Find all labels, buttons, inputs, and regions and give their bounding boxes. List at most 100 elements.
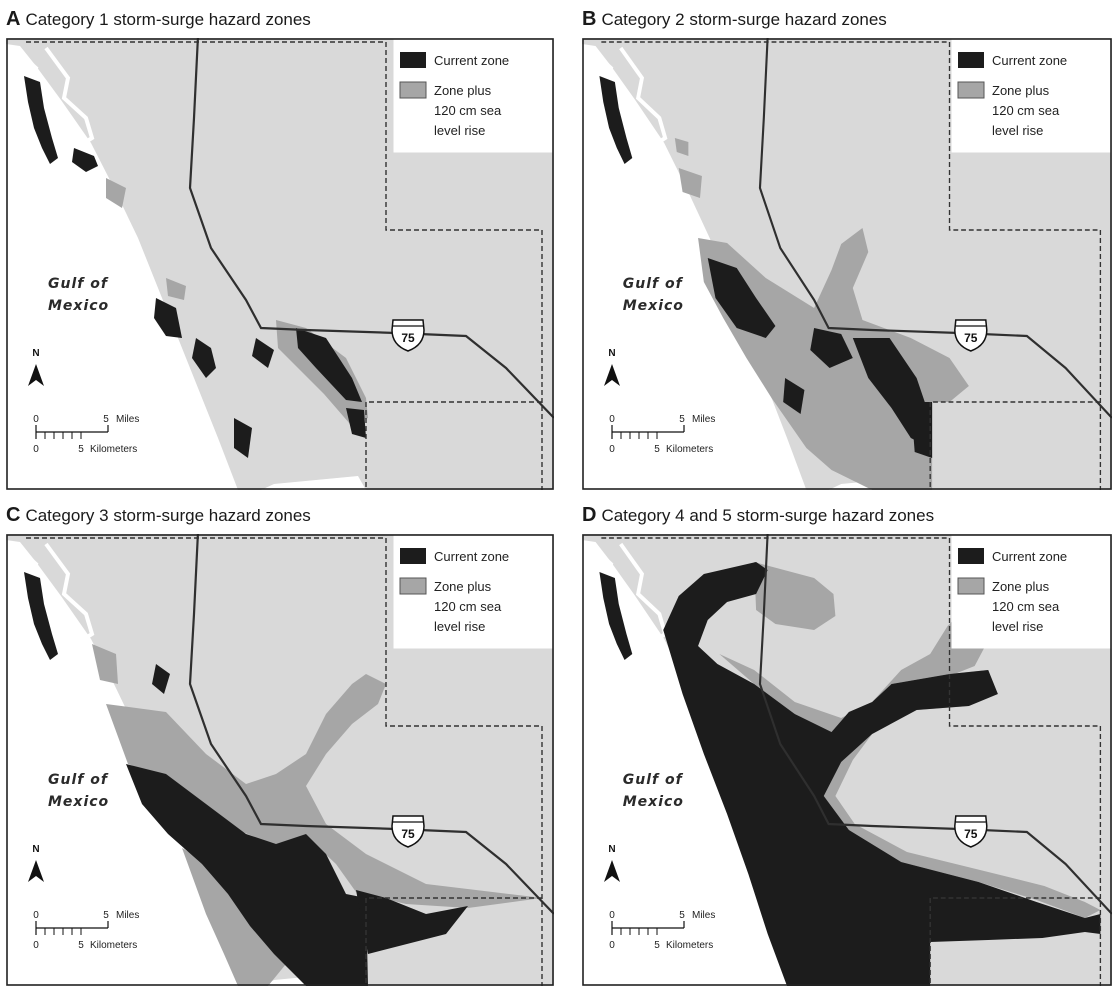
scale-km-value: 5 [654,444,660,455]
panel-title: Category 3 storm-surge hazard zones [25,506,311,525]
current-surge-zone-area [852,338,931,448]
interstate-route-line [758,38,1112,419]
panel-title: Category 2 storm-surge hazard zones [601,10,887,29]
zone-plus-swatch [399,81,427,99]
scale-miles-unit: Miles [116,910,139,921]
scale-miles-value: 5 [103,414,109,425]
zone-plus-label-line2: 120 cm sea [992,599,1060,614]
current-surge-zone-area [346,408,366,438]
scale-miles-zero: 0 [33,414,39,425]
scale-km-zero: 0 [609,444,615,455]
north-arrow-shape [604,860,620,882]
current-surge-zone-area [72,148,98,172]
scale-km-value: 5 [654,940,660,951]
zone-plus-swatch [957,81,985,99]
current-zone-swatch [958,548,984,564]
north-arrow-shape [604,364,620,386]
zone-plus-label-line3: level rise [434,123,485,138]
gulf-label-line2: Mexico [48,794,109,810]
gulf-label-line1: Gulf of [48,772,109,788]
gulf-label-line2: Mexico [623,298,684,314]
panel-title: Category 1 storm-surge hazard zones [25,10,311,29]
north-arrow-icon: N [28,844,44,882]
zone-plus-sea-level-rise-area [92,644,118,684]
shield-outline [391,815,425,848]
gulf-label-line1: Gulf of [623,772,684,788]
interstate-shield-icon: 75 [391,319,425,352]
north-arrow-icon: N [28,348,44,386]
north-arrow-shape [28,860,44,882]
county-boundary [26,41,543,490]
zone-plus-sea-level-rise-area [678,168,702,198]
current-surge-zone-area [910,402,933,458]
scale-miles-unit: Miles [692,910,715,921]
zone-plus-sea-level-rise-area [166,278,186,300]
map-frame [582,534,1112,986]
scale-miles-zero: 0 [609,910,615,921]
scale-km-unit: Kilometers [666,444,713,455]
current-surge-zone-area [663,562,1101,986]
current-zone-label: Current zone [992,53,1067,68]
scale-km-unit: Kilometers [90,940,137,951]
interstate-route-line [188,534,554,915]
north-label: N [32,844,39,855]
scale-miles-unit: Miles [116,414,139,425]
panel-letter: B [582,8,597,30]
scale-km-zero: 0 [33,444,39,455]
interstate-shield-icon: 75 [391,815,425,848]
panel-letter: C [6,504,21,526]
map-frame [6,38,554,490]
current-surge-zone-area [356,890,468,954]
current-surge-zone-area [707,258,776,338]
interstate-shield-icon: 75 [954,319,988,352]
zone-plus-label-line1: Zone plus [992,579,1050,594]
interstate-number: 75 [401,331,415,345]
north-label: N [608,348,615,359]
interstate-shield-icon: 75 [954,815,988,848]
scale-miles-value: 5 [103,910,109,921]
zone-plus-label-line3: level rise [434,619,485,634]
current-surge-zone-area [234,418,252,458]
scale-km-zero: 0 [33,940,39,951]
scale-km-value: 5 [78,444,84,455]
zone-plus-swatch [957,577,985,595]
current-surge-zone-area [152,664,170,694]
scale-miles-unit: Miles [692,414,715,425]
gulf-label-line1: Gulf of [48,276,109,292]
scale-km-value: 5 [78,940,84,951]
current-zone-label: Current zone [434,53,509,68]
zone-plus-sea-level-rise-area [106,674,542,908]
zone-plus-label-line2: 120 cm sea [992,103,1060,118]
panel-letter: A [6,8,21,30]
north-label: N [608,844,615,855]
zone-plus-label-line3: level rise [992,619,1043,634]
north-arrow-shape [28,364,44,386]
scale-km-zero: 0 [609,940,615,951]
interstate-route-line [188,38,554,419]
current-zone-label: Current zone [434,549,509,564]
current-surge-zone-area [24,76,58,164]
scale-miles-zero: 0 [33,910,39,921]
current-surge-zone-area [296,328,362,402]
interstate-number: 75 [964,331,978,345]
map-frame [6,534,554,986]
north-arrow-icon: N [604,844,620,882]
scale-miles-value: 5 [679,910,685,921]
zone-plus-sea-level-rise-area [754,562,836,630]
zone-plus-label-line2: 120 cm sea [434,599,502,614]
current-surge-zone-area [252,338,274,368]
